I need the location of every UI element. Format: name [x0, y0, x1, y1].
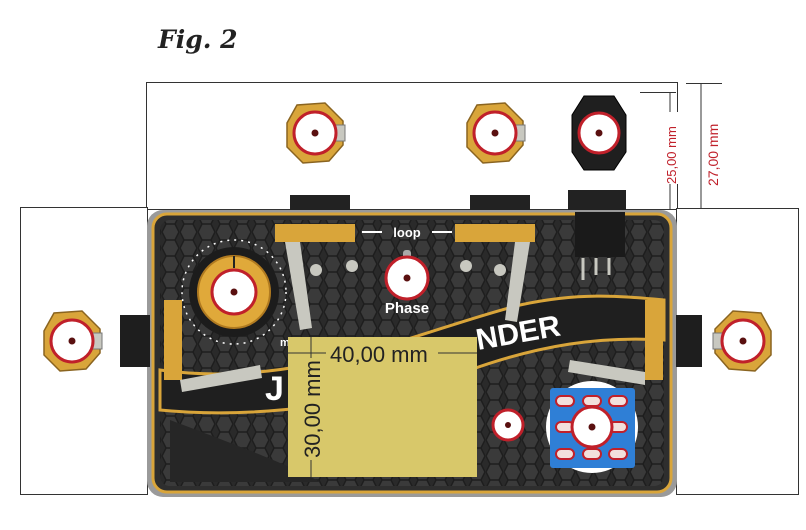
footswitch[interactable]: [546, 381, 638, 473]
dim-label-40mm: 40,00 mm: [330, 342, 428, 367]
phase-label: Phase: [385, 300, 429, 317]
led: [491, 408, 525, 442]
dc-jack: [571, 95, 627, 171]
dim-label-27mm: 27,00 mm: [705, 124, 721, 186]
dim-label-25mm: 25,00 mm: [664, 126, 679, 184]
knob-scale-label: m: [280, 337, 290, 349]
potentiometer-knob[interactable]: [181, 239, 287, 345]
phase-switch[interactable]: [384, 250, 430, 301]
brand-logo-left: J: [265, 370, 284, 408]
dim-label-30mm: 30,00 mm: [300, 360, 325, 458]
loop-label: loop: [393, 225, 420, 240]
figure-title: Fig. 2: [157, 25, 238, 54]
clearance-area: 40,00 mm 30,00 mm: [288, 337, 477, 477]
